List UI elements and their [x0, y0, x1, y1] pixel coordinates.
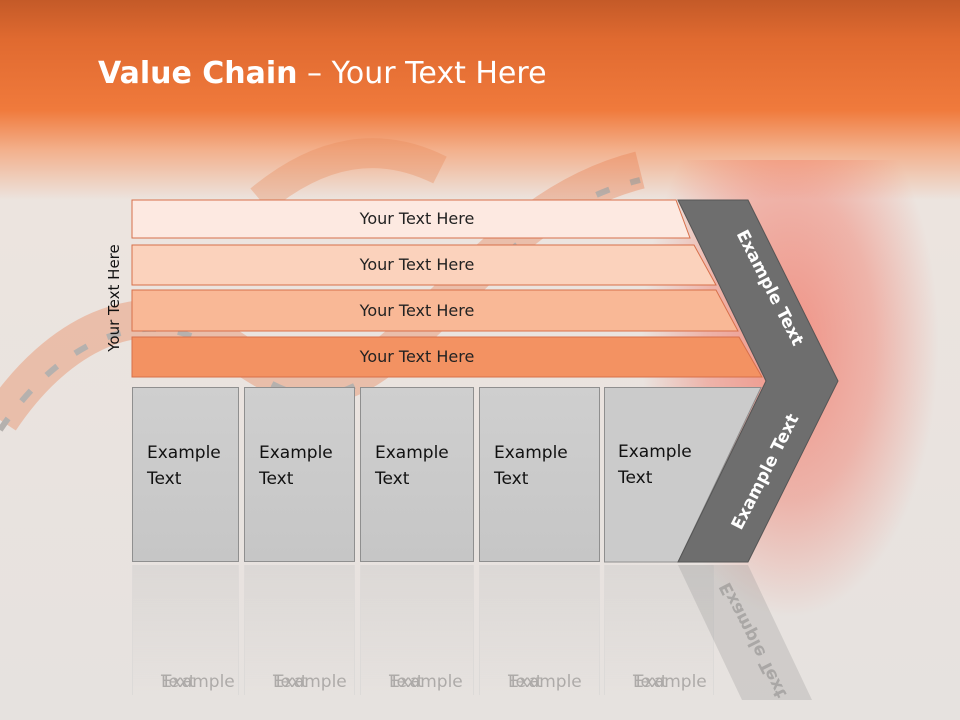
slide-title: Value Chain – Your Text Here — [98, 56, 547, 91]
title-bold: Value Chain — [98, 56, 298, 91]
band-label: Your Text Here — [359, 301, 475, 320]
band-label: Your Text Here — [359, 347, 475, 366]
title-rest: – Your Text Here — [297, 56, 547, 91]
band-label: Your Text Here — [359, 255, 475, 274]
band-label: Your Text Here — [359, 209, 475, 228]
